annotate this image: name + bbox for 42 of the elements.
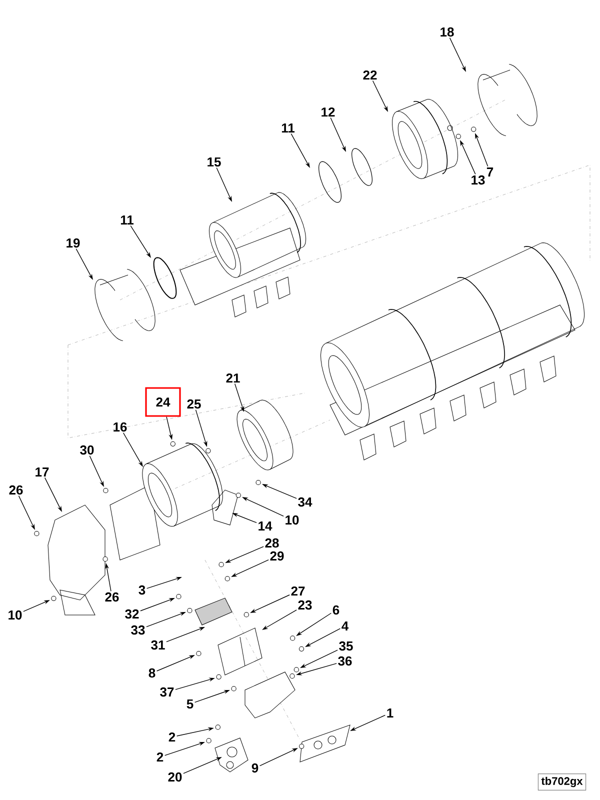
callout-number: 32 bbox=[125, 609, 139, 619]
callout-number: 26 bbox=[105, 592, 119, 602]
callout-number: 11 bbox=[282, 124, 295, 132]
callout-number: 2 bbox=[156, 752, 164, 762]
callout-number: 10 bbox=[286, 515, 299, 525]
callout-number: 12 bbox=[322, 107, 335, 117]
callout-number: 6 bbox=[332, 605, 340, 615]
callout-number: 20 bbox=[168, 772, 182, 782]
callout-number: 37 bbox=[160, 687, 174, 697]
callout-number: 28 bbox=[265, 538, 279, 548]
callout-number: 29 bbox=[270, 551, 284, 561]
callout-number: 3 bbox=[138, 585, 146, 595]
callout-number: 5 bbox=[186, 699, 194, 709]
callout-number: 25 bbox=[187, 399, 201, 409]
callout-number: 27 bbox=[291, 586, 305, 596]
callout-number: 30 bbox=[80, 445, 94, 455]
callout-number: 1 bbox=[387, 708, 394, 718]
callout-number: 22 bbox=[363, 70, 377, 80]
callout-number: 36 bbox=[338, 656, 352, 666]
callout-number: 7 bbox=[486, 168, 494, 176]
callout-number: 34 bbox=[298, 497, 312, 507]
callout-number: 18 bbox=[440, 27, 454, 37]
callout-number: 21 bbox=[226, 373, 240, 383]
callout-number: 19 bbox=[66, 238, 80, 248]
callout-number: 31 bbox=[151, 640, 165, 650]
callout-number: 14 bbox=[258, 522, 272, 530]
callout-number: 35 bbox=[339, 641, 353, 651]
callout-number: 16 bbox=[114, 422, 127, 432]
callout-number: 2 bbox=[168, 732, 176, 742]
callout-number: 23 bbox=[298, 600, 312, 610]
callout-number: 33 bbox=[131, 625, 145, 635]
callout-number: 11 bbox=[120, 216, 134, 224]
callout-number: 8 bbox=[148, 668, 156, 678]
callout-number: 4 bbox=[342, 622, 349, 630]
callout-number: 17 bbox=[36, 468, 49, 476]
figure-code: tb702gx bbox=[538, 774, 586, 790]
callout-number: 9 bbox=[252, 763, 258, 773]
callout-number: 26 bbox=[9, 485, 23, 495]
callout-number: 15 bbox=[208, 157, 221, 167]
callout-number: 10 bbox=[8, 610, 22, 620]
highlighted-callout-number: 24 bbox=[145, 387, 181, 417]
callout-number: 13 bbox=[472, 175, 485, 185]
